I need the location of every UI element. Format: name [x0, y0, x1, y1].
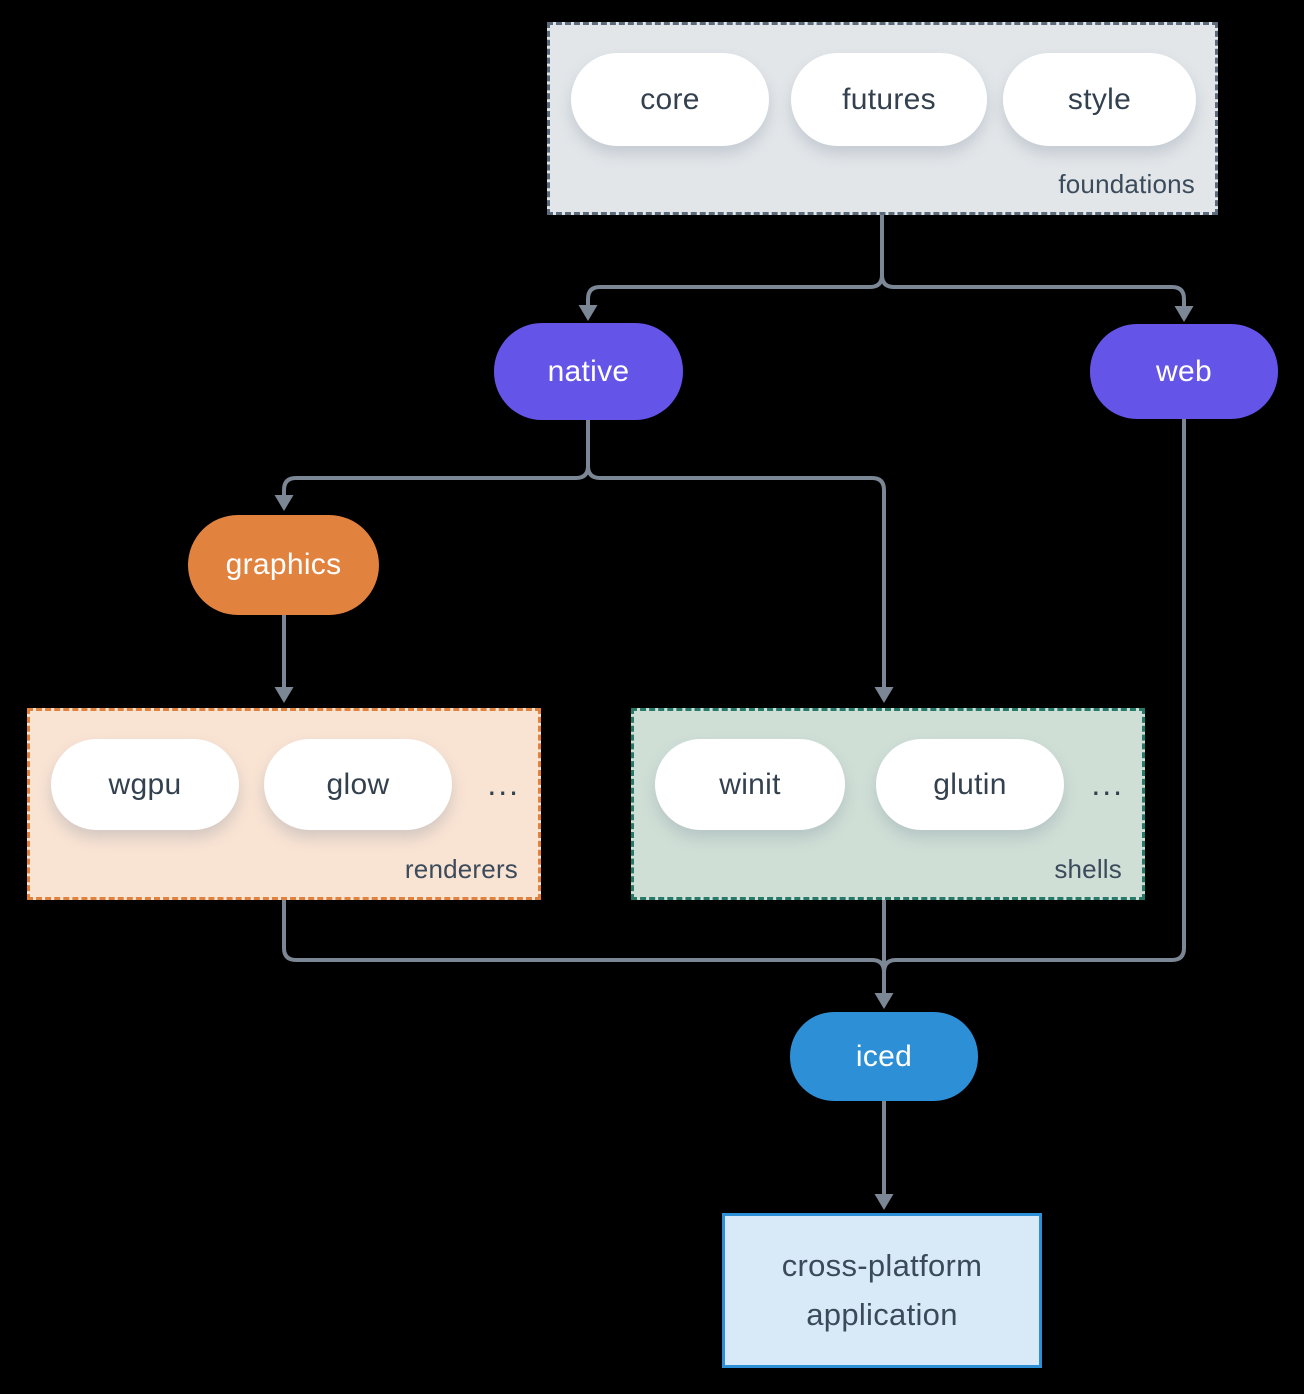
edge-native-graphics — [282, 418, 590, 498]
arrowhead-shells — [874, 687, 894, 703]
edge-foundations-native — [586, 213, 884, 308]
arrowhead-web — [1174, 306, 1194, 322]
arrowhead-application — [874, 1194, 894, 1210]
shells-ellipsis: ... — [1091, 766, 1124, 802]
shells-label: shells — [1054, 854, 1122, 884]
node-wgpu: wgpu — [51, 739, 239, 830]
arrowhead-iced — [874, 993, 894, 1009]
node-winit: winit — [655, 739, 845, 830]
node-iced: iced — [790, 1012, 978, 1101]
foundations-label: foundations — [1058, 169, 1195, 199]
arrowhead-renderers — [274, 687, 294, 703]
application-label-line1: cross-platform — [781, 1248, 983, 1283]
edge-foundations-web — [880, 213, 1186, 309]
shells-group: winit glutin ... shells — [631, 708, 1145, 900]
node-futures: futures — [791, 53, 987, 146]
cross-platform-application-box: cross-platform application — [722, 1213, 1042, 1368]
arrowhead-graphics — [274, 495, 294, 511]
renderers-ellipsis: ... — [487, 766, 520, 802]
edge-renderers-merge — [282, 898, 886, 974]
renderers-group: wgpu glow ... renderers — [27, 708, 541, 900]
node-web: web — [1090, 324, 1278, 419]
node-graphics: graphics — [188, 515, 379, 615]
edge-native-shells — [586, 418, 886, 690]
renderers-label: renderers — [404, 854, 518, 884]
arrowhead-native — [578, 305, 598, 321]
node-native: native — [494, 323, 683, 420]
foundations-group: core futures style foundations — [547, 22, 1218, 215]
node-glow: glow — [264, 739, 452, 830]
node-style: style — [1003, 53, 1196, 146]
application-label-line2: application — [806, 1297, 958, 1332]
node-core: core — [571, 53, 769, 146]
node-glutin: glutin — [876, 739, 1064, 830]
